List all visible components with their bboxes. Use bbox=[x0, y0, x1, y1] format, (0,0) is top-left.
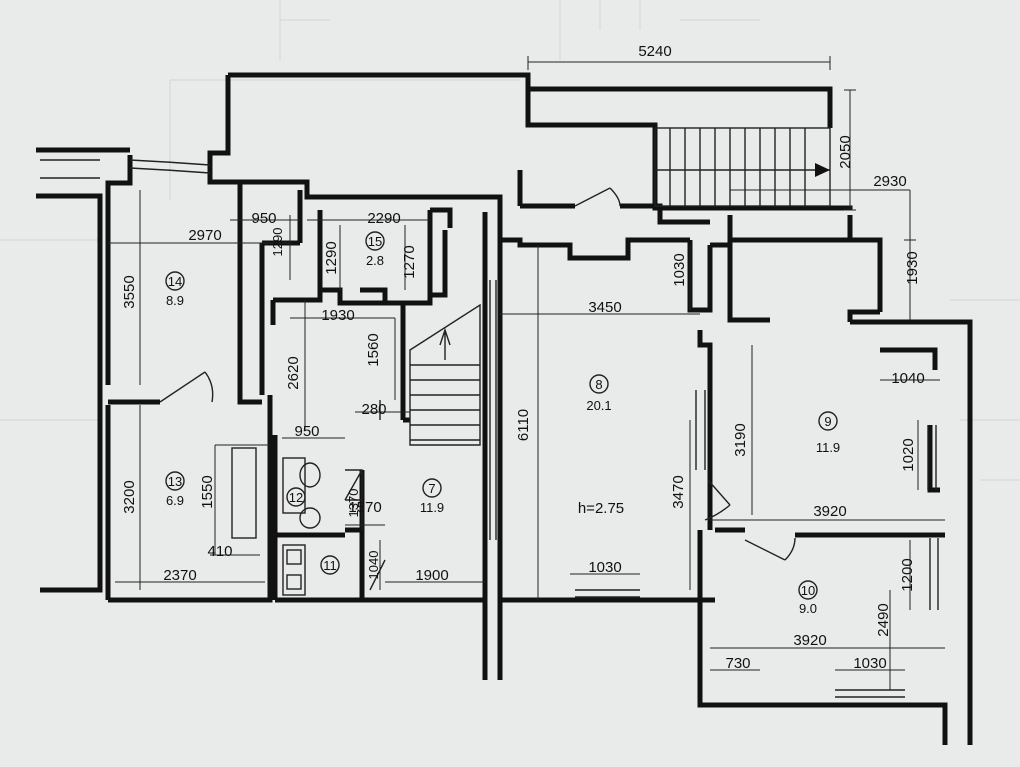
dim-1040: 1040 bbox=[891, 370, 924, 387]
room-8-number: 8 bbox=[595, 377, 602, 392]
dim-1900: 1900 bbox=[415, 567, 448, 584]
room-14-area: 8.9 bbox=[166, 293, 184, 308]
room-12-number: 12 bbox=[289, 490, 303, 505]
dim-2620: 2620 bbox=[285, 356, 302, 389]
dimension-lines bbox=[108, 56, 945, 690]
bathroom-fixtures bbox=[282, 457, 363, 596]
dim-1570: 1570 bbox=[348, 499, 381, 516]
dim-1550: 1550 bbox=[199, 475, 216, 508]
dim-950b: 950 bbox=[294, 423, 319, 440]
room-15-area: 2.8 bbox=[366, 253, 384, 268]
dim-2370: 2370 bbox=[163, 567, 196, 584]
dim-280: 280 bbox=[361, 401, 386, 418]
room-circles bbox=[165, 231, 838, 600]
stair-inner bbox=[409, 303, 481, 446]
dim-3450: 3450 bbox=[588, 299, 621, 316]
dim-1560: 1560 bbox=[365, 333, 382, 366]
room-14-number: 14 bbox=[168, 274, 182, 289]
room-10-number: 10 bbox=[801, 583, 815, 598]
room-13-area: 6.9 bbox=[166, 493, 184, 508]
walls bbox=[36, 72, 973, 745]
dimension-labels: 5240 2050 2930 1930 950 2970 1290 2290 1… bbox=[121, 43, 925, 672]
dim-1290-a: 1290 bbox=[270, 228, 285, 257]
room-13-number: 13 bbox=[168, 474, 182, 489]
room-labels: 14 8.9 15 2.8 13 6.9 12 11 7 11.9 8 20.1… bbox=[166, 234, 840, 616]
room-9-number: 9 bbox=[824, 414, 831, 429]
dim-1030-a: 1030 bbox=[671, 253, 688, 286]
dim-410: 410 bbox=[207, 543, 232, 560]
room-7-area: 11.9 bbox=[420, 500, 444, 515]
dim-1270: 1270 bbox=[401, 245, 418, 278]
dim-1930: 1930 bbox=[904, 251, 921, 284]
dim-2050: 2050 bbox=[837, 135, 854, 168]
dim-1040b: 1040 bbox=[366, 551, 381, 580]
dim-3920-a: 3920 bbox=[813, 503, 846, 520]
dim-730: 730 bbox=[725, 655, 750, 672]
dim-950: 950 bbox=[251, 210, 276, 227]
room-8-area: 20.1 bbox=[586, 398, 611, 413]
dim-1930b: 1930 bbox=[321, 307, 354, 324]
dim-3920-b: 3920 bbox=[793, 632, 826, 649]
dim-2930: 2930 bbox=[873, 173, 906, 190]
details bbox=[40, 127, 939, 698]
dim-2290: 2290 bbox=[367, 210, 400, 227]
dim-6110: 6110 bbox=[515, 409, 532, 441]
room-10-area: 9.0 bbox=[799, 601, 817, 616]
dim-3550: 3550 bbox=[121, 275, 138, 308]
room-11-number: 11 bbox=[323, 558, 337, 573]
dim-5240: 5240 bbox=[638, 43, 671, 60]
dim-1030-c: 1030 bbox=[853, 655, 886, 672]
dim-2490: 2490 bbox=[875, 603, 892, 636]
dim-1200: 1200 bbox=[899, 558, 916, 591]
ceiling-height: h=2.75 bbox=[578, 500, 624, 517]
room-7-number: 7 bbox=[428, 481, 435, 496]
stair-top bbox=[654, 127, 831, 207]
dim-1020: 1020 bbox=[900, 438, 917, 471]
dim-3190: 3190 bbox=[732, 423, 749, 456]
dim-3200: 3200 bbox=[121, 480, 138, 513]
dim-1030-b: 1030 bbox=[588, 559, 621, 576]
room-15-number: 15 bbox=[368, 234, 382, 249]
dim-1290-b: 1290 bbox=[323, 241, 340, 274]
dim-2970: 2970 bbox=[188, 227, 221, 244]
room-9-area: 11.9 bbox=[816, 440, 840, 455]
dim-3470: 3470 bbox=[670, 475, 687, 508]
dim-1370: 1370 bbox=[346, 489, 361, 518]
